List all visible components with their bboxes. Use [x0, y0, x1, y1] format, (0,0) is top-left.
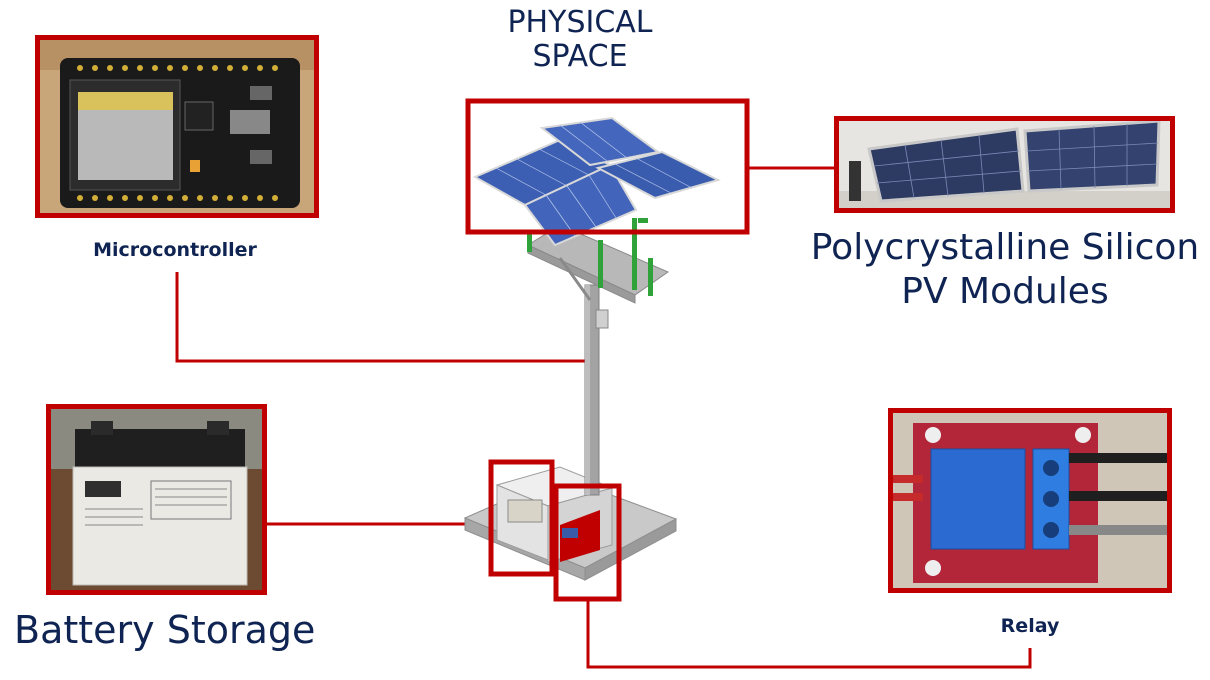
microcontroller-label: Microcontroller	[93, 239, 257, 261]
pole	[584, 284, 609, 496]
relay-highlight-box	[553, 483, 622, 602]
title-line2: SPACE	[532, 39, 628, 74]
relay-label: Relay	[1000, 615, 1060, 637]
microcontroller-photo	[35, 35, 319, 218]
diagram-title: PHYSICAL SPACE	[470, 6, 690, 74]
pv-label-line2: PV Modules	[901, 271, 1109, 312]
pv-modules-label: Polycrystalline Silicon PV Modules	[800, 226, 1210, 314]
pv-highlight-box	[465, 98, 750, 235]
relay-photo	[888, 408, 1172, 593]
battery-highlight-box	[488, 459, 555, 577]
battery-label: Battery Storage	[14, 608, 316, 652]
connector-relay	[586, 600, 1032, 669]
pv-modules-photo	[834, 116, 1175, 213]
solar-panels	[472, 116, 721, 247]
battery-photo	[46, 404, 267, 595]
pv-label-line1: Polycrystalline Silicon	[810, 227, 1200, 268]
title-line1: PHYSICAL	[507, 5, 653, 40]
